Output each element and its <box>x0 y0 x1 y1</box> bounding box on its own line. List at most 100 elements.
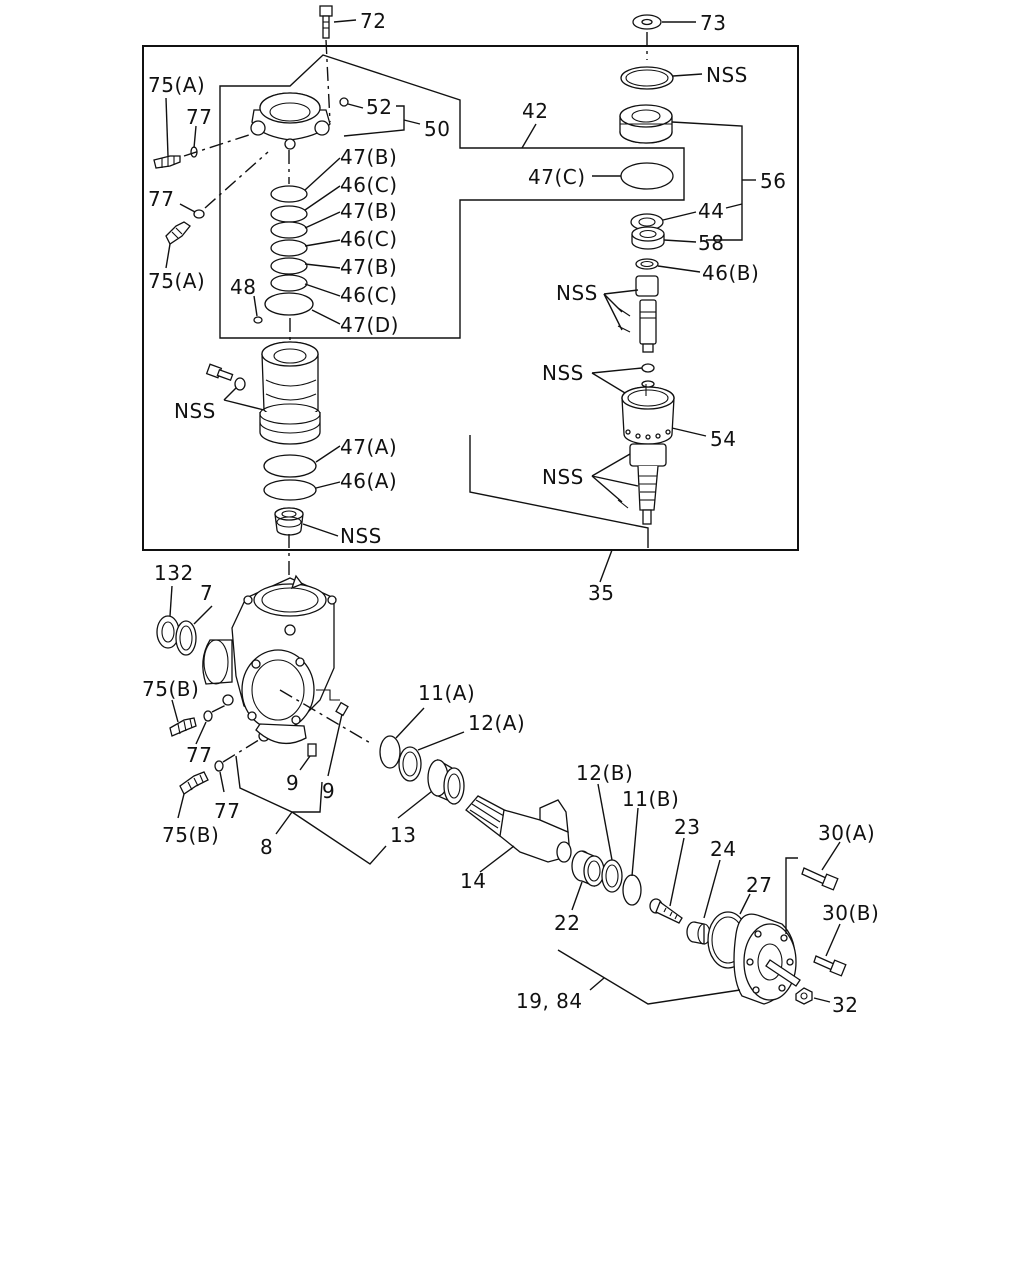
valve-cap <box>250 92 349 150</box>
label-9-1: 9 <box>286 771 299 795</box>
pin-nss-1 <box>617 307 631 333</box>
leader-75b-2 <box>177 793 185 819</box>
bolt-30a <box>801 867 839 891</box>
snap-ring-top <box>620 66 674 90</box>
leader-9-1 <box>299 755 311 771</box>
label-46b: 46(B) <box>702 261 759 285</box>
leader-77-1 <box>193 125 197 149</box>
centerline-77-1 <box>183 133 253 157</box>
label-46c-3: 46(C) <box>340 283 398 307</box>
label-nss-3: NSS <box>174 399 216 423</box>
label-8: 8 <box>260 835 273 859</box>
label-75a-2: 75(A) <box>148 269 205 293</box>
label-46c-2: 46(C) <box>340 227 398 251</box>
label-nss-2: NSS <box>542 361 584 385</box>
leader-47b-1 <box>304 157 341 191</box>
seal-132 <box>156 615 180 649</box>
centerline-77-4 <box>222 737 263 763</box>
label-75b-2: 75(B) <box>162 823 219 847</box>
bracket-13 <box>291 811 387 865</box>
leader-75b-1 <box>171 699 179 723</box>
leader-nss-bottom <box>302 523 339 537</box>
leader-30a <box>821 841 841 871</box>
snap-ring-11a <box>379 735 401 769</box>
leader-nss-4a <box>591 453 631 477</box>
adjuster-24 <box>686 921 711 945</box>
label-32: 32 <box>832 993 858 1017</box>
washer-73 <box>632 14 662 30</box>
leader-47b-3 <box>304 263 341 269</box>
leader-77-3 <box>195 721 207 745</box>
leader-46c-3 <box>304 283 341 297</box>
snap-ring-11b <box>622 874 642 906</box>
leader-47b-2 <box>304 211 341 229</box>
fitting-75b-1 <box>169 717 197 737</box>
bracket-30 <box>785 857 798 934</box>
label-72: 72 <box>360 9 386 33</box>
label-46a: 46(A) <box>340 469 397 493</box>
label-77-1: 77 <box>186 105 212 129</box>
label-12b: 12(B) <box>576 761 633 785</box>
plug-9-2 <box>335 701 349 717</box>
leader-30b <box>825 923 841 957</box>
washer-77-2 <box>193 209 205 219</box>
valve-housing <box>259 341 321 445</box>
label-77-3: 77 <box>186 743 212 767</box>
leader-47a <box>315 445 341 463</box>
label-24: 24 <box>710 837 736 861</box>
label-11a: 11(A) <box>418 681 475 705</box>
bearing-58 <box>631 226 665 250</box>
torsion-bar <box>629 443 667 525</box>
label-77-4: 77 <box>214 799 240 823</box>
leader-nss-2b <box>591 372 631 397</box>
plug-9-1 <box>307 743 317 757</box>
label-46c-1: 46(C) <box>340 173 398 197</box>
centerline-72 <box>325 39 331 123</box>
bolt-nss-housing <box>205 363 246 391</box>
leader-35 <box>599 549 613 583</box>
leader-nss-housing-a <box>223 387 237 401</box>
leader-23 <box>669 837 685 907</box>
leader-42 <box>521 123 537 149</box>
label-27: 27 <box>746 873 772 897</box>
label-75a-1: 75(A) <box>148 73 205 97</box>
washer-77-3 <box>203 710 213 722</box>
leader-7 <box>193 605 213 625</box>
leader-nss-housing-b <box>223 399 265 411</box>
leader-46c-2 <box>304 239 341 247</box>
ring-stack <box>264 185 314 316</box>
label-50: 50 <box>424 117 450 141</box>
label-44: 44 <box>698 199 724 223</box>
label-58: 58 <box>698 231 724 255</box>
leader-46b <box>657 265 701 273</box>
cap-56 <box>619 104 673 144</box>
label-47b-3: 47(B) <box>340 255 397 279</box>
label-9-2: 9 <box>322 779 335 803</box>
bearing-13 <box>427 758 465 805</box>
oring-47a <box>263 454 317 478</box>
leader-47d <box>311 309 341 325</box>
bracket-19-84 <box>557 949 741 1005</box>
leader-19-84 <box>589 977 605 991</box>
bracket-8 <box>235 755 323 813</box>
leader-77-2 <box>179 203 196 213</box>
fitting-75a-2 <box>165 221 191 245</box>
bolt-72 <box>319 5 333 39</box>
bracket-50 <box>343 105 405 137</box>
washer-77-4 <box>214 760 224 772</box>
label-56: 56 <box>760 169 786 193</box>
label-19-84: 19, 84 <box>516 989 583 1013</box>
ring-12b <box>601 859 623 893</box>
leader-32 <box>813 997 831 1003</box>
leader-nss-1a <box>603 289 639 295</box>
label-47b-1: 47(B) <box>340 145 397 169</box>
sector-shaft-14 <box>465 795 572 863</box>
leader-44-bracket <box>725 203 743 209</box>
leader-12a <box>417 731 465 751</box>
bearing-22 <box>571 850 605 887</box>
oring-46b <box>635 258 659 270</box>
bracket-56 <box>671 121 743 241</box>
label-nss-top: NSS <box>706 63 748 87</box>
leader-nss-1c <box>603 293 623 331</box>
leader-8 <box>275 811 293 835</box>
